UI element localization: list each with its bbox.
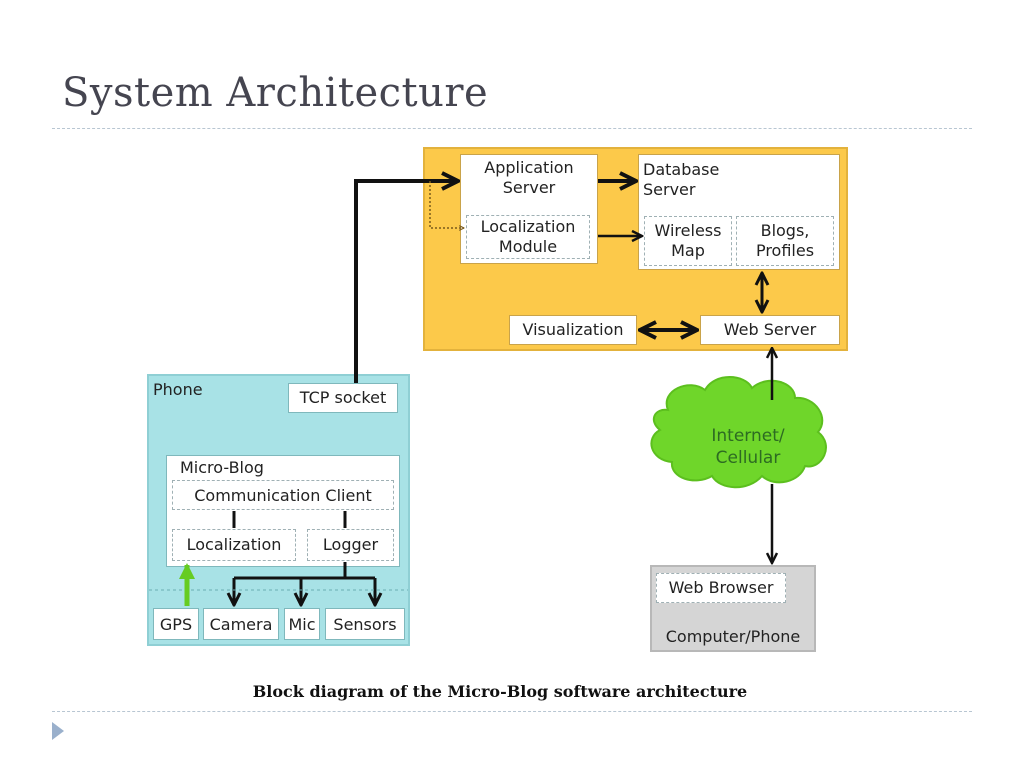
database-server-label: Database Server [643, 160, 720, 199]
blogs-profiles-label: Blogs, Profiles [755, 221, 815, 260]
localization-label: Localization [186, 535, 282, 554]
bullet-triangle-icon [52, 722, 64, 740]
cloud-label: Internet/ Cellular [711, 426, 785, 468]
camera-box [203, 608, 279, 640]
mic-box [284, 608, 320, 640]
web-server-box [700, 315, 840, 345]
wireless-map-label: Wireless Map [654, 221, 722, 260]
phone-label: Phone [153, 380, 203, 399]
sensors-box [325, 608, 405, 640]
computer-phone-label: Computer/Phone [665, 627, 801, 646]
gps-box [153, 608, 199, 640]
visualization-label: Visualization [522, 320, 624, 339]
blogs-profiles-box [736, 216, 834, 266]
logger-bus-line [234, 562, 375, 580]
logger-box [307, 529, 394, 561]
sensors-label: Sensors [333, 615, 397, 634]
localization-module-label: Localization Module [480, 217, 576, 256]
camera-label: Camera [209, 615, 273, 634]
application-server-label: Application Server [484, 158, 574, 197]
web-browser-label: Web Browser [668, 578, 774, 597]
gps-label: GPS [159, 615, 193, 634]
tcp-to-app-server-arrow [354, 181, 458, 383]
localization-box [172, 529, 296, 561]
tcp-socket-box [288, 383, 398, 413]
wireless-map-box [644, 216, 732, 266]
micro-blog-label: Micro-Blog [180, 458, 264, 477]
visualization-box [509, 315, 637, 345]
dotted-to-localization-arrow [429, 181, 464, 228]
web-browser-box [656, 573, 786, 603]
web-server-label: Web Server [723, 320, 817, 339]
communication-client-box [172, 480, 394, 510]
figure-caption: Block diagram of the Micro-Blog software… [252, 682, 748, 701]
localization-module-box [466, 215, 590, 259]
internet-cloud-icon [650, 376, 827, 489]
communication-client-label: Communication Client [194, 486, 372, 505]
bottom-divider [52, 711, 972, 712]
tcp-socket-label: TCP socket [299, 388, 387, 407]
logger-label: Logger [322, 535, 379, 554]
mic-label: Mic [288, 615, 316, 634]
slide-title: System Architecture [62, 70, 489, 116]
title-divider [52, 128, 972, 129]
